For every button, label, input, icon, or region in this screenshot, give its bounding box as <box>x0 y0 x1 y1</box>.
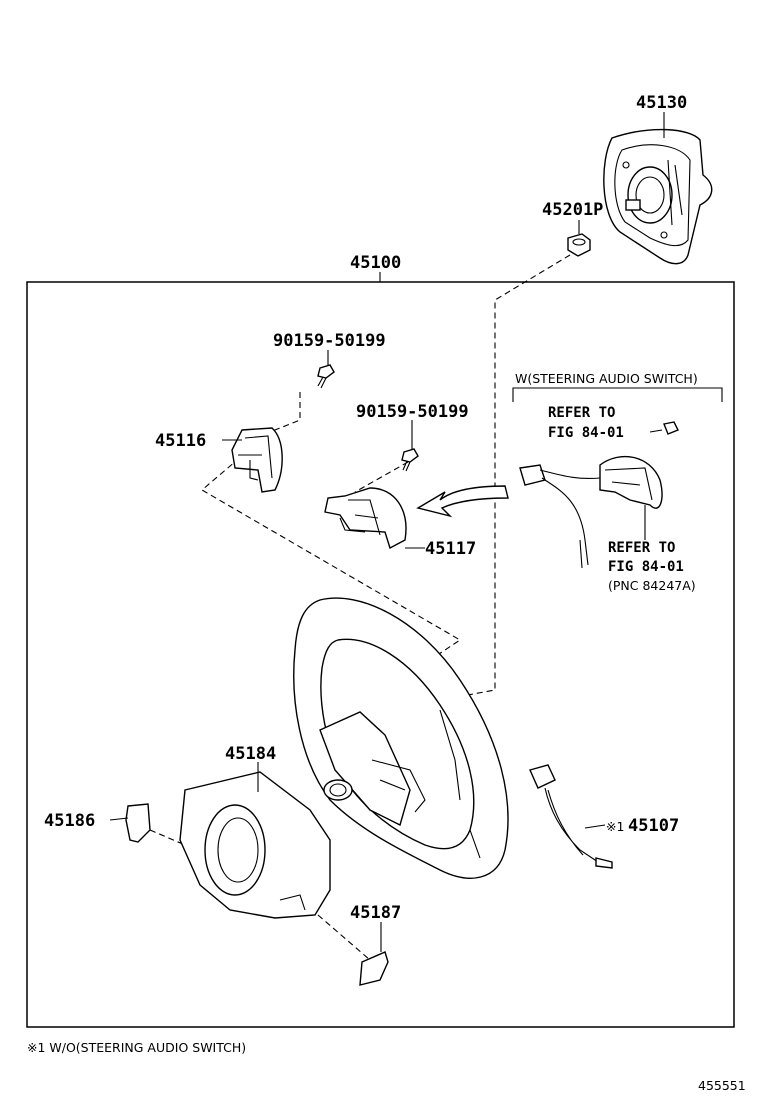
nut-to-wheel-dash <box>439 254 571 701</box>
label-45187: 45187 <box>350 903 401 923</box>
refer1-line1: REFER TO <box>548 405 615 421</box>
refer2-line2: FIG 84-01 <box>608 559 684 575</box>
right-cover-dash <box>354 461 409 493</box>
screw-right-part[interactable] <box>401 448 419 472</box>
figure-id: 455551 <box>698 1078 746 1093</box>
refer1-leader <box>649 429 663 433</box>
variant-bracket <box>512 387 723 402</box>
label-45201P: 45201P <box>542 200 603 220</box>
screw-left-part[interactable] <box>317 364 335 389</box>
label-45116: 45116 <box>155 431 206 451</box>
label-45117: 45117 <box>425 539 476 559</box>
cover-right-part[interactable] <box>324 487 407 550</box>
label-45130: 45130 <box>636 93 687 113</box>
label-screw-left: 90159-50199 <box>273 331 386 351</box>
transfer-arrow <box>416 485 509 518</box>
label-45184: 45184 <box>225 744 276 764</box>
refer2-line3: (PNC 84247A) <box>608 578 696 593</box>
refer1-line2: FIG 84-01 <box>548 425 624 441</box>
small-part-45186[interactable] <box>125 803 151 843</box>
steering-wheel-part[interactable] <box>293 597 509 879</box>
harness-leader <box>584 824 606 829</box>
label-45107-prefix: ※1 <box>606 819 624 834</box>
refer-screw[interactable] <box>663 421 679 435</box>
label-45186: 45186 <box>44 811 95 831</box>
variant-header: W(STEERING AUDIO SWITCH) <box>515 371 698 386</box>
small-part-45186-leader <box>109 817 129 821</box>
airbag-part[interactable] <box>603 128 713 265</box>
refer2-line1: REFER TO <box>608 540 675 556</box>
harness-part[interactable] <box>529 764 613 869</box>
label-screw-right: 90159-50199 <box>356 402 469 422</box>
nut-part[interactable] <box>567 233 591 257</box>
label-45100: 45100 <box>350 253 401 273</box>
small-part-45187[interactable] <box>359 951 389 986</box>
footnote: ※1 W/O(STEERING AUDIO SWITCH) <box>27 1040 246 1055</box>
label-45107: 45107 <box>628 816 679 836</box>
lower-cover-part[interactable] <box>179 771 331 919</box>
audio-switch-part[interactable] <box>519 455 663 569</box>
cover-left-part[interactable] <box>231 427 283 493</box>
